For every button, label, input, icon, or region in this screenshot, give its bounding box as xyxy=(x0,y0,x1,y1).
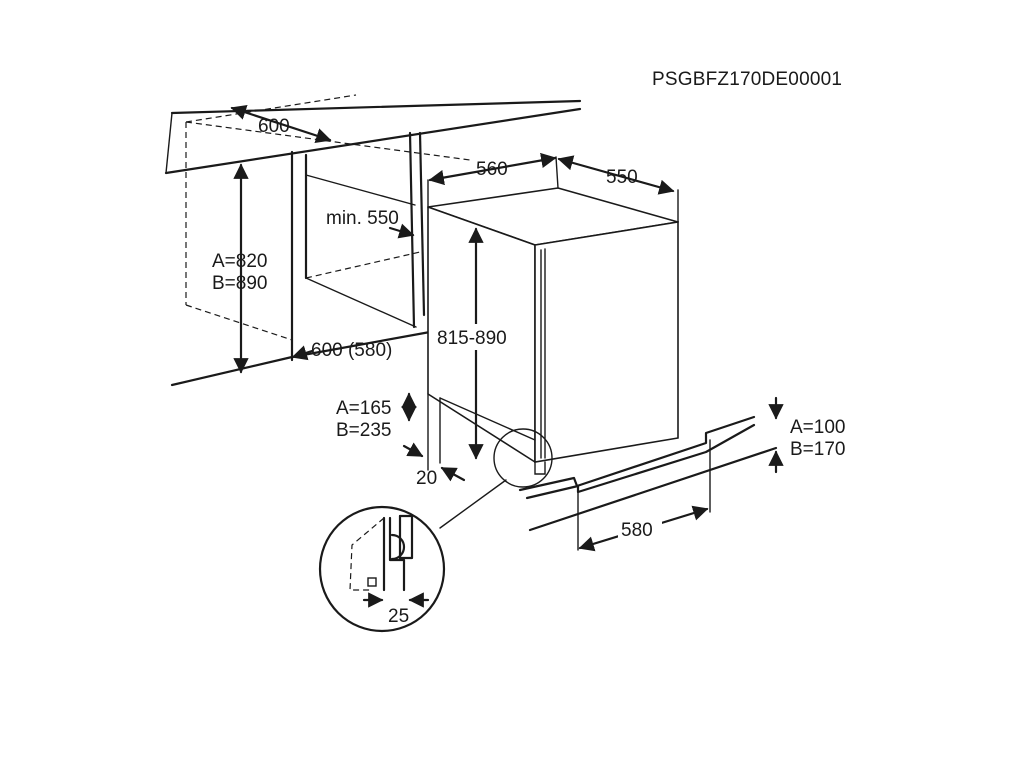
kick-height-dimension: A=100 B=170 xyxy=(768,396,845,474)
svg-text:min. 550: min. 550 xyxy=(326,208,399,229)
appliance-height-dimension: 815-890 xyxy=(436,227,518,460)
svg-text:A=820: A=820 xyxy=(212,251,267,272)
svg-text:A=165: A=165 xyxy=(336,398,391,419)
cabinet-width-dimension: 600 xyxy=(230,104,332,144)
svg-text:A=100: A=100 xyxy=(790,417,845,438)
svg-text:560: 560 xyxy=(476,159,508,180)
appliance-width-dimension: 560 xyxy=(427,152,559,208)
svg-text:B=170: B=170 xyxy=(790,439,845,460)
svg-text:550: 550 xyxy=(606,167,638,188)
svg-text:25: 25 xyxy=(388,606,409,627)
svg-text:20: 20 xyxy=(416,468,437,489)
product-code: PSGBFZ170DE00001 xyxy=(652,69,842,90)
kick-plate xyxy=(518,415,778,551)
cabinet-height-dimension: A=820 B=890 xyxy=(212,163,267,374)
appliance-depth-dimension: 550 xyxy=(557,155,679,223)
svg-text:580: 580 xyxy=(621,520,653,541)
min-depth-dimension: min. 550 xyxy=(326,208,415,239)
svg-text:600: 600 xyxy=(258,116,290,137)
detail-callout: 25 xyxy=(318,428,553,633)
plinth-offset-dimension: 20 xyxy=(402,442,466,489)
plinth-height-dimension: A=165 B=235 xyxy=(336,392,417,441)
svg-text:600 (580): 600 (580) xyxy=(311,340,392,361)
svg-text:815-890: 815-890 xyxy=(437,328,507,349)
floor-depth-dimension: 600 (580) xyxy=(291,340,392,361)
svg-text:B=235: B=235 xyxy=(336,420,391,441)
kick-width-dimension: 580 xyxy=(578,505,709,552)
svg-text:B=890: B=890 xyxy=(212,273,267,294)
